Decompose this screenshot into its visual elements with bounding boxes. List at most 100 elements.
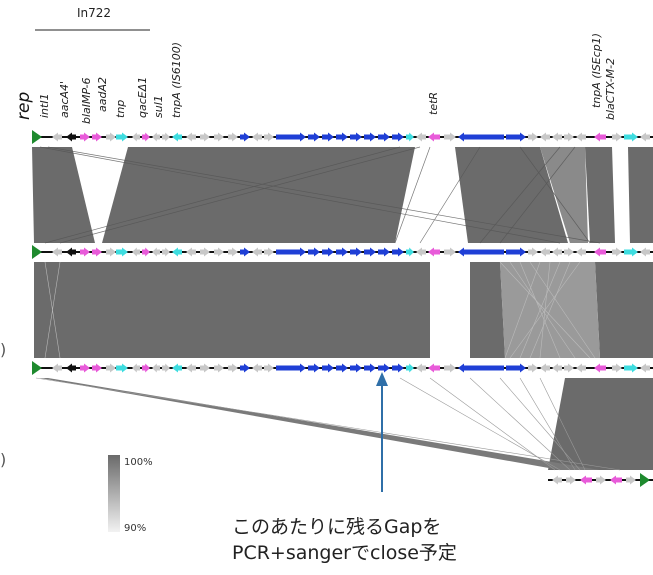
gene-arrow [540, 132, 550, 142]
gene-arrow [594, 363, 606, 373]
gene-arrow [458, 247, 504, 257]
rep-origin-marker [32, 245, 42, 259]
gene-arrow [92, 132, 102, 142]
scale-low-label: 90% [124, 523, 147, 534]
gene-arrow [528, 247, 538, 257]
sul1-label: sul1 [152, 95, 165, 118]
gene-arrow [576, 363, 586, 373]
gene-arrow [640, 363, 650, 373]
gene-arrow [322, 132, 334, 142]
gene-arrow [528, 363, 538, 373]
gene-arrow [66, 247, 76, 257]
gene-arrow [142, 132, 150, 142]
tetr-label: tetR [427, 91, 440, 115]
homology-bands-2-3 [34, 262, 653, 358]
gene-arrow [596, 475, 606, 485]
gene-arrow [116, 132, 128, 142]
gene-arrow [378, 363, 390, 373]
gene-arrow [416, 132, 426, 142]
gene-arrow [162, 363, 170, 373]
gene-arrow [162, 132, 170, 142]
aada2-label: aadA2 [96, 77, 109, 112]
gene-arrow [392, 247, 404, 257]
gene-arrow [336, 363, 348, 373]
gene-arrow [186, 363, 196, 373]
homology-bands-3-4 [40, 378, 653, 470]
homology-lines-2-3 [44, 261, 596, 359]
gap-note-line-1: このあたりに残るGapを [232, 516, 442, 538]
gene-arrow [506, 363, 526, 373]
gene-arrow [458, 363, 504, 373]
gene-arrow [610, 475, 622, 485]
blaimp6-label: blaIMP-6 [80, 77, 93, 124]
gene-arrow [240, 247, 250, 257]
gene-arrow [172, 247, 182, 257]
gene-arrow [264, 132, 274, 142]
gene-arrow [200, 247, 210, 257]
gene-arrow [308, 132, 320, 142]
gene-arrow [252, 132, 262, 142]
gene-arrow [444, 132, 456, 142]
gene-track-2 [32, 245, 653, 259]
gene-arrow [66, 132, 76, 142]
gene-arrow [428, 132, 440, 142]
gene-arrow [152, 247, 160, 257]
gene-arrow [528, 132, 538, 142]
gene-arrow [162, 247, 170, 257]
gene-arrow [350, 247, 362, 257]
gene-arrow [576, 132, 586, 142]
gene-arrow [52, 132, 62, 142]
gene-arrow [214, 132, 224, 142]
scale-high-label: 100% [124, 457, 153, 468]
homology-lines-1-2 [39, 146, 601, 244]
gene-arrow [186, 247, 196, 257]
gene-arrow [132, 363, 140, 373]
gene-arrow [506, 247, 526, 257]
gene-arrow [416, 363, 426, 373]
gene-arrow [92, 363, 102, 373]
gene-arrow [564, 132, 574, 142]
gene-arrow [406, 247, 414, 257]
gene-arrow [428, 247, 440, 257]
gene-arrow [364, 363, 376, 373]
gene-arrow [172, 132, 182, 142]
gene-arrow [308, 363, 320, 373]
homology-bands-1-2 [32, 147, 653, 243]
gene-arrow [308, 247, 320, 257]
gene-arrow [52, 363, 62, 373]
gene-arrow [540, 363, 550, 373]
gene-arrow [132, 132, 140, 142]
gene-arrow [152, 363, 160, 373]
tnpa-is6100-label: tnpA (IS6100) [170, 41, 183, 118]
gene-arrow [276, 363, 306, 373]
gene-arrow [624, 132, 638, 142]
gene-arrow [200, 132, 210, 142]
gene-arrow [428, 363, 440, 373]
qace-label: qacEΔ1 [136, 76, 149, 118]
gene-arrow [444, 247, 456, 257]
gene-arrow [80, 247, 90, 257]
gene-arrow [364, 247, 376, 257]
gap-note: このあたりに残るGapを PCR+sangerでclose予定 [232, 514, 457, 566]
identity-scale-bar [108, 455, 120, 532]
gene-arrow [552, 475, 562, 485]
rep-origin-marker [32, 130, 42, 144]
gene-arrow [214, 363, 224, 373]
gene-arrow [350, 132, 362, 142]
gene-arrow [116, 247, 128, 257]
gene-arrow [640, 247, 650, 257]
gene-arrow [540, 247, 550, 257]
gene-arrow [240, 363, 250, 373]
gene-arrow [186, 132, 196, 142]
gene-arrow [506, 132, 526, 142]
gene-arrow [552, 363, 562, 373]
gene-arrow [624, 247, 638, 257]
gene-arrow [406, 132, 414, 142]
gene-arrow [364, 132, 376, 142]
gene-arrow [264, 363, 274, 373]
gene-arrow [392, 132, 404, 142]
gene-arrow [612, 363, 622, 373]
gene-arrow [322, 247, 334, 257]
in722-label: In722 [77, 6, 112, 20]
